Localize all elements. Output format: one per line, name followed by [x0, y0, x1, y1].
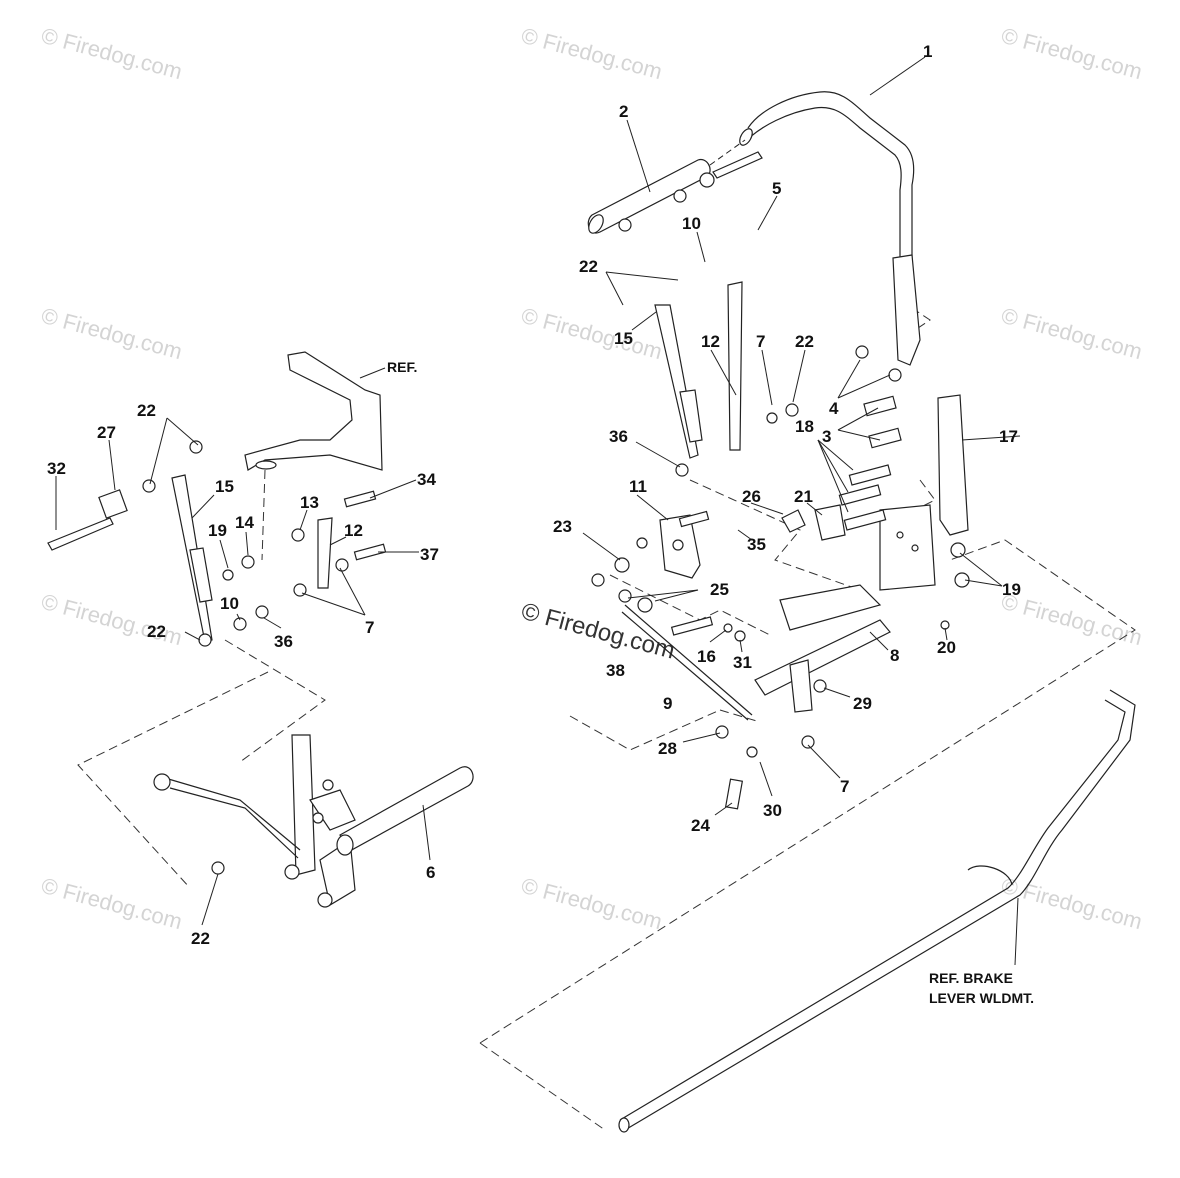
callout-numbers: 1 2 5 10 22 15 12 7 22 4 3 17 36 18 11 2… [47, 42, 1021, 948]
callout: 26 [742, 487, 761, 506]
callout: 7 [756, 332, 765, 351]
left-assembly [47, 351, 474, 908]
callout: 19 [208, 521, 227, 540]
callout: 35 [747, 535, 766, 554]
watermark: © Firedog.com [39, 589, 185, 651]
callout: 32 [47, 459, 66, 478]
callout: 12 [701, 332, 720, 351]
callout: 25 [710, 580, 729, 599]
callout: 36 [609, 427, 628, 446]
watermark: © Firedog.com [519, 873, 665, 935]
callout: 24 [691, 816, 710, 835]
callout: 19 [1002, 580, 1021, 599]
watermark-center: © Firedog.com [518, 598, 677, 665]
callout: 36 [274, 632, 293, 651]
callout: 3 [822, 427, 831, 446]
callout: 14 [235, 513, 254, 532]
ref-label: REF. [387, 359, 417, 375]
watermark: © Firedog.com [39, 303, 185, 365]
watermark: © Firedog.com [999, 23, 1145, 85]
callout: 34 [417, 470, 436, 489]
callout: 1 [923, 42, 932, 61]
callout: 16 [697, 647, 716, 666]
callout: 6 [426, 863, 435, 882]
callout: 12 [344, 521, 363, 540]
callout: 28 [658, 739, 677, 758]
callout: 13 [300, 493, 319, 512]
callout: 21 [794, 487, 813, 506]
callout: 37 [420, 545, 439, 564]
handle-assembly [587, 91, 1136, 1133]
callout: 9 [663, 694, 672, 713]
watermark: © Firedog.com [999, 303, 1145, 365]
ref-brake-label-line1: REF. BRAKE [929, 970, 1013, 986]
watermark: © Firedog.com [519, 23, 665, 85]
callout: 30 [763, 801, 782, 820]
watermark: © Firedog.com [39, 23, 185, 85]
callout: 17 [999, 427, 1018, 446]
callout: 38 [606, 661, 625, 680]
callout: 10 [220, 594, 239, 613]
ref-brake-label-line2: LEVER WLDMT. [929, 990, 1034, 1006]
callout: 22 [137, 401, 156, 420]
callout: 23 [553, 517, 572, 536]
callout: 22 [147, 622, 166, 641]
callout: 4 [829, 399, 839, 418]
callout: 11 [629, 477, 647, 496]
callout: 20 [937, 638, 956, 657]
reference-labels: REF. REF. BRAKE LEVER WLDMT. [387, 359, 1034, 1006]
callout: 22 [795, 332, 814, 351]
leader-lines [55, 56, 1021, 966]
callout: 22 [191, 929, 210, 948]
callout: 7 [840, 777, 849, 796]
callout: 2 [619, 102, 628, 121]
watermark: © Firedog.com [999, 873, 1145, 935]
callout: 15 [215, 477, 234, 496]
watermark: © Firedog.com [519, 303, 665, 365]
callout: 29 [853, 694, 872, 713]
callout: 10 [682, 214, 701, 233]
callout: 27 [97, 423, 116, 442]
callout: 22 [579, 257, 598, 276]
callout: 8 [890, 646, 899, 665]
watermark: © Firedog.com [39, 873, 185, 935]
callout: 15 [614, 329, 633, 348]
assembly-outlines [77, 299, 1136, 1131]
callout: 18 [795, 417, 814, 436]
callout: 5 [772, 179, 781, 198]
callout: 7 [365, 618, 374, 637]
callout: 31 [733, 653, 752, 672]
